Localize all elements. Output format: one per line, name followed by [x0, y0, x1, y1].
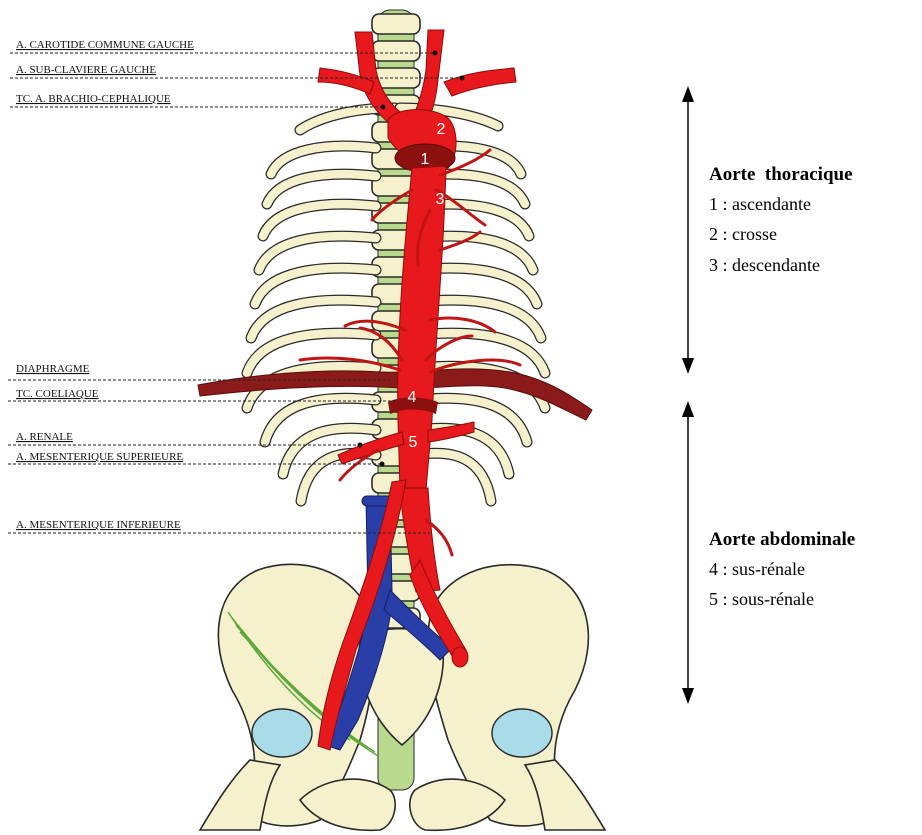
right-acetabulum — [492, 709, 552, 757]
legend-abdominal-item-1: 4 : sus-rénale — [709, 559, 805, 579]
label-diaphragme: DIAPHRAGME — [16, 363, 90, 375]
anatomical-labels: A. CAROTIDE COMMUNE GAUCHE A. SUB-CLAVIE… — [16, 39, 194, 531]
label-carotide-commune-gauche: A. CAROTIDE COMMUNE GAUCHE — [16, 39, 194, 51]
thoracic-range-arrow — [682, 86, 694, 374]
legend-abdominal: Aorte abdominale 4 : sus-rénale 5 : sous… — [709, 529, 855, 609]
legend-thoracic-item-2: 2 : crosse — [709, 224, 777, 244]
label-renale: A. RENALE — [16, 431, 73, 443]
legend-abdominal-item-2: 5 : sous-rénale — [709, 589, 814, 609]
legend-thoracic-item-1: 1 : ascendante — [709, 194, 811, 214]
label-mesenterique-superieure: A. MESENTERIQUE SUPERIEURE — [16, 451, 183, 463]
label-mesenterique-inferieure: A. MESENTERIQUE INFERIEURE — [16, 519, 181, 531]
label-brachio-cephalique: TC. A. BRACHIO-CEPHALIQUE — [16, 93, 171, 105]
legend-thoracic: Aorte thoracique 1 : ascendante 2 : cros… — [709, 164, 853, 275]
vertebra — [372, 41, 420, 61]
abdominal-range-arrow — [682, 401, 694, 704]
segment-number-3: 3 — [436, 191, 445, 208]
segment-number-4: 4 — [408, 389, 417, 406]
legend-thoracic-title: Aorte thoracique — [709, 164, 853, 185]
segment-number-5: 5 — [409, 434, 418, 451]
segment-number-1: 1 — [421, 151, 430, 168]
label-coeliaque: TC. COELIAQUE — [16, 388, 99, 400]
left-acetabulum — [252, 709, 312, 757]
label-sub-claviere-gauche: A. SUB-CLAVIERE GAUCHE — [16, 64, 156, 76]
legend-thoracic-item-3: 3 : descendante — [709, 255, 820, 275]
segment-number-2: 2 — [437, 121, 446, 138]
legend-abdominal-title: Aorte abdominale — [709, 529, 855, 550]
vertebra — [372, 14, 420, 34]
